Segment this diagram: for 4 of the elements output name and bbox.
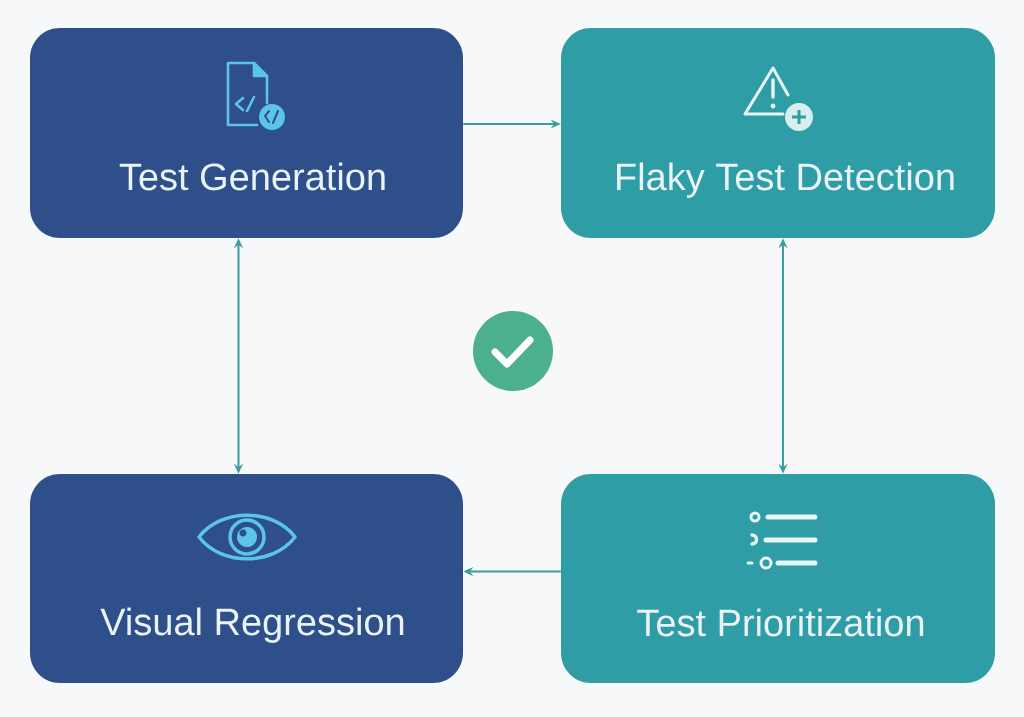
process-box: Visual Regression — [30, 474, 463, 683]
process-box: Test Prioritization — [561, 474, 995, 683]
process-box: Flaky Test Detection — [561, 28, 995, 238]
process-box: Test Generation — [30, 28, 463, 238]
